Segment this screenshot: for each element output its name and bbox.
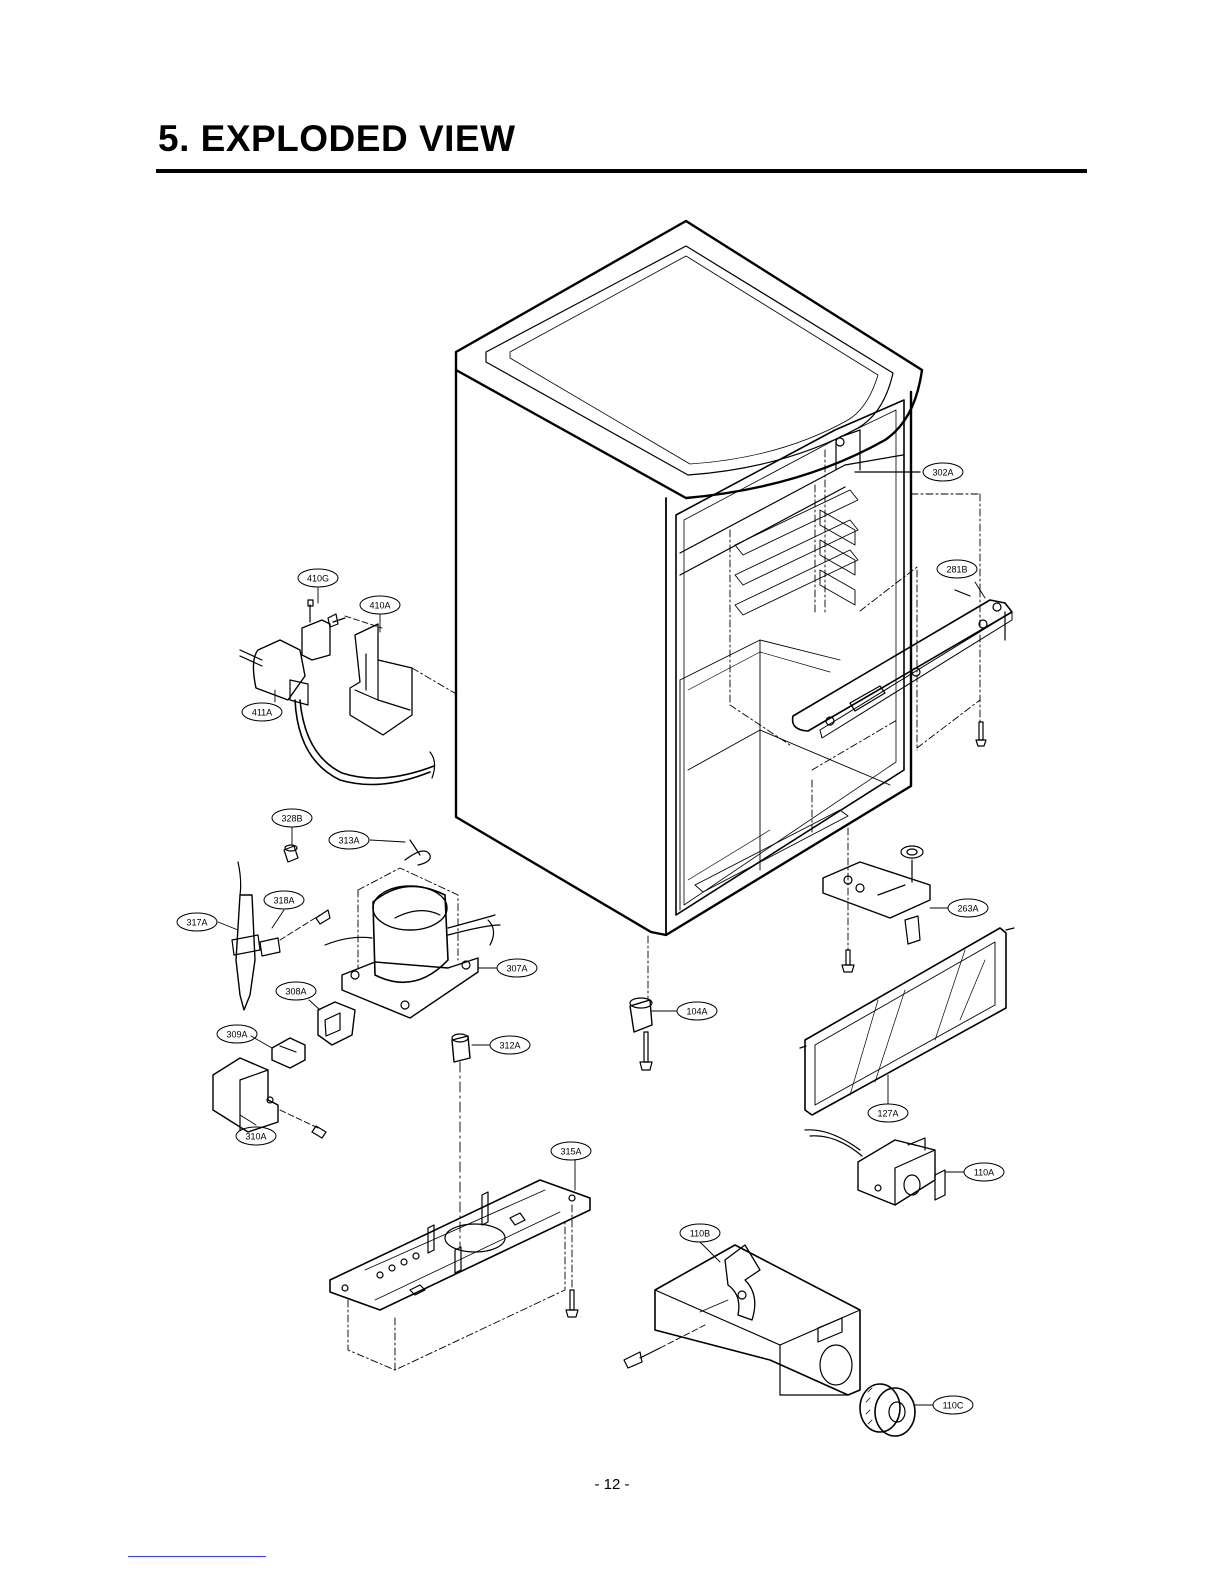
svg-text:310A: 310A: [245, 1132, 266, 1142]
callout-410a: 410A: [360, 596, 400, 614]
callout-263a: 263A: [948, 899, 988, 917]
svg-text:307A: 307A: [506, 964, 527, 974]
svg-text:104A: 104A: [686, 1007, 707, 1017]
callouts: 302A 281B 410G 410A 411A 328B 313A 317A …: [177, 463, 1004, 1414]
callout-308a: 308A: [276, 982, 316, 1000]
svg-text:313A: 313A: [338, 836, 359, 846]
clip-313a: [405, 840, 430, 865]
svg-text:315A: 315A: [560, 1147, 581, 1157]
callout-104a: 104A: [677, 1002, 717, 1020]
relay-310a: [213, 1058, 326, 1138]
refrigerator-cabinet: [456, 221, 980, 935]
callout-309a: 309A: [217, 1025, 257, 1043]
svg-text:302A: 302A: [932, 468, 953, 478]
grommet-312a: [452, 1034, 470, 1248]
svg-text:308A: 308A: [285, 987, 306, 997]
svg-text:110A: 110A: [974, 1168, 994, 1178]
svg-text:317A: 317A: [186, 918, 207, 928]
callout-307a: 307A: [497, 959, 537, 977]
cap-328b: [284, 845, 298, 862]
callout-281b: 281B: [937, 560, 977, 578]
power-cord-assembly: [240, 600, 458, 785]
svg-text:410G: 410G: [307, 574, 329, 584]
overload-protector-308a: [318, 1002, 355, 1045]
cover-309a: [272, 1038, 305, 1068]
switch-110a: [805, 1130, 945, 1205]
callout-127a: 127A: [868, 1104, 908, 1122]
svg-text:110B: 110B: [690, 1229, 710, 1239]
leader-lines: [218, 582, 985, 1405]
svg-text:263A: 263A: [957, 904, 978, 914]
lower-hinge-263a: [823, 828, 930, 972]
svg-text:309A: 309A: [226, 1030, 247, 1040]
callout-318a: 318A: [264, 891, 304, 909]
thermostat-housing-110b: [624, 1245, 860, 1395]
compressor-307a: [325, 868, 500, 1018]
callout-411a: 411A: [242, 703, 282, 721]
callout-315a: 315A: [551, 1142, 591, 1160]
leveling-foot-104a: [630, 936, 652, 1070]
svg-text:312A: 312A: [499, 1041, 520, 1051]
callout-410g: 410G: [298, 569, 338, 587]
callout-110b: 110B: [680, 1224, 720, 1242]
svg-text:281B: 281B: [946, 565, 967, 575]
callout-110c: 110C: [933, 1396, 973, 1414]
callout-302a: 302A: [923, 463, 963, 481]
svg-text:318A: 318A: [273, 896, 294, 906]
callout-313a: 313A: [329, 831, 369, 849]
page-number: - 12 -: [0, 1476, 1224, 1493]
footer-rule: [128, 1556, 266, 1557]
upper-hinge-281b: [793, 590, 1012, 746]
svg-text:127A: 127A: [877, 1109, 898, 1119]
svg-text:410A: 410A: [369, 601, 390, 611]
callout-312a: 312A: [490, 1036, 530, 1054]
callout-328b: 328B: [272, 809, 312, 827]
svg-text:328B: 328B: [281, 814, 302, 824]
svg-text:411A: 411A: [252, 708, 272, 718]
callout-317a: 317A: [177, 913, 217, 931]
knob-110c: [860, 1384, 915, 1436]
svg-text:110C: 110C: [943, 1401, 964, 1411]
callout-110a: 110A: [964, 1163, 1004, 1181]
glass-door-127a: [800, 928, 1014, 1115]
